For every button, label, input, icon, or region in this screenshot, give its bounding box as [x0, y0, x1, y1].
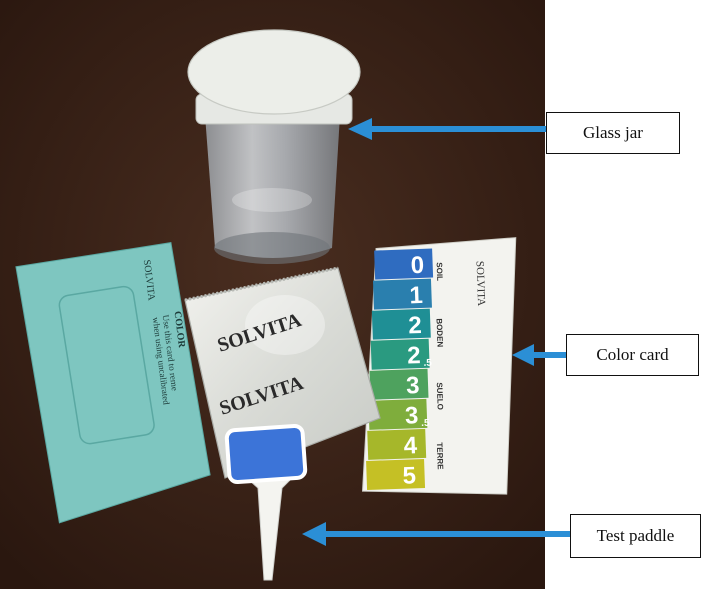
teal-instruction-card: SOLVITA COLOR Use this card to reme when…: [15, 242, 211, 524]
teal-card-window: [58, 285, 155, 445]
jar-lid-top: [187, 29, 361, 115]
swatch-3: [370, 338, 430, 370]
teal-card-brand: SOLVITA: [141, 259, 157, 302]
swatch-number-5: 3: [404, 402, 418, 429]
swatch-number-3: 2: [407, 342, 421, 369]
swatch-7: [366, 458, 426, 490]
swatch-2: [371, 308, 431, 340]
swatch-1: [372, 278, 432, 310]
label-test-paddle: Test paddle: [570, 514, 701, 558]
swatch-number-4: 3: [406, 372, 420, 399]
lang-suelo: SUELO: [435, 382, 445, 410]
paddle-gel-pad: [224, 423, 308, 485]
arrow-color-card: [512, 344, 567, 366]
pouch-shine: [245, 295, 325, 355]
test-paddle: [224, 423, 308, 581]
label-color-card: Color card: [566, 334, 699, 376]
label-glass-jar: Glass jar: [546, 112, 680, 154]
lang-soil: SOIL: [435, 262, 445, 281]
swatch-4: [369, 368, 429, 400]
swatch-number-1: 1: [409, 282, 423, 309]
lang-boden: BODEN: [435, 318, 445, 347]
teal-card-title: COLOR: [172, 311, 187, 350]
glass-jar: [187, 29, 361, 264]
lang-terre: TERRE: [435, 442, 445, 470]
arrow-glass-jar: [348, 118, 546, 140]
kit-photo: SOLVITA COLOR Use this card to reme when…: [0, 0, 545, 589]
swatch-number-0: 0: [410, 252, 424, 279]
swatch-half-3: .5: [423, 358, 432, 369]
swatch-6: [367, 428, 427, 460]
swatch-number-2: 2: [408, 312, 422, 339]
foil-pouch: SOLVITA SOLVITA: [184, 266, 381, 479]
swatch-number-6: 4: [403, 432, 418, 459]
swatch-0: [374, 248, 434, 280]
swatch-half-5: .5: [421, 418, 430, 429]
swatch-5: [368, 398, 428, 430]
color-card-brand: SOLVITA: [474, 261, 488, 307]
swatch-number-7: 5: [402, 462, 416, 489]
arrow-test-paddle: [302, 522, 570, 546]
